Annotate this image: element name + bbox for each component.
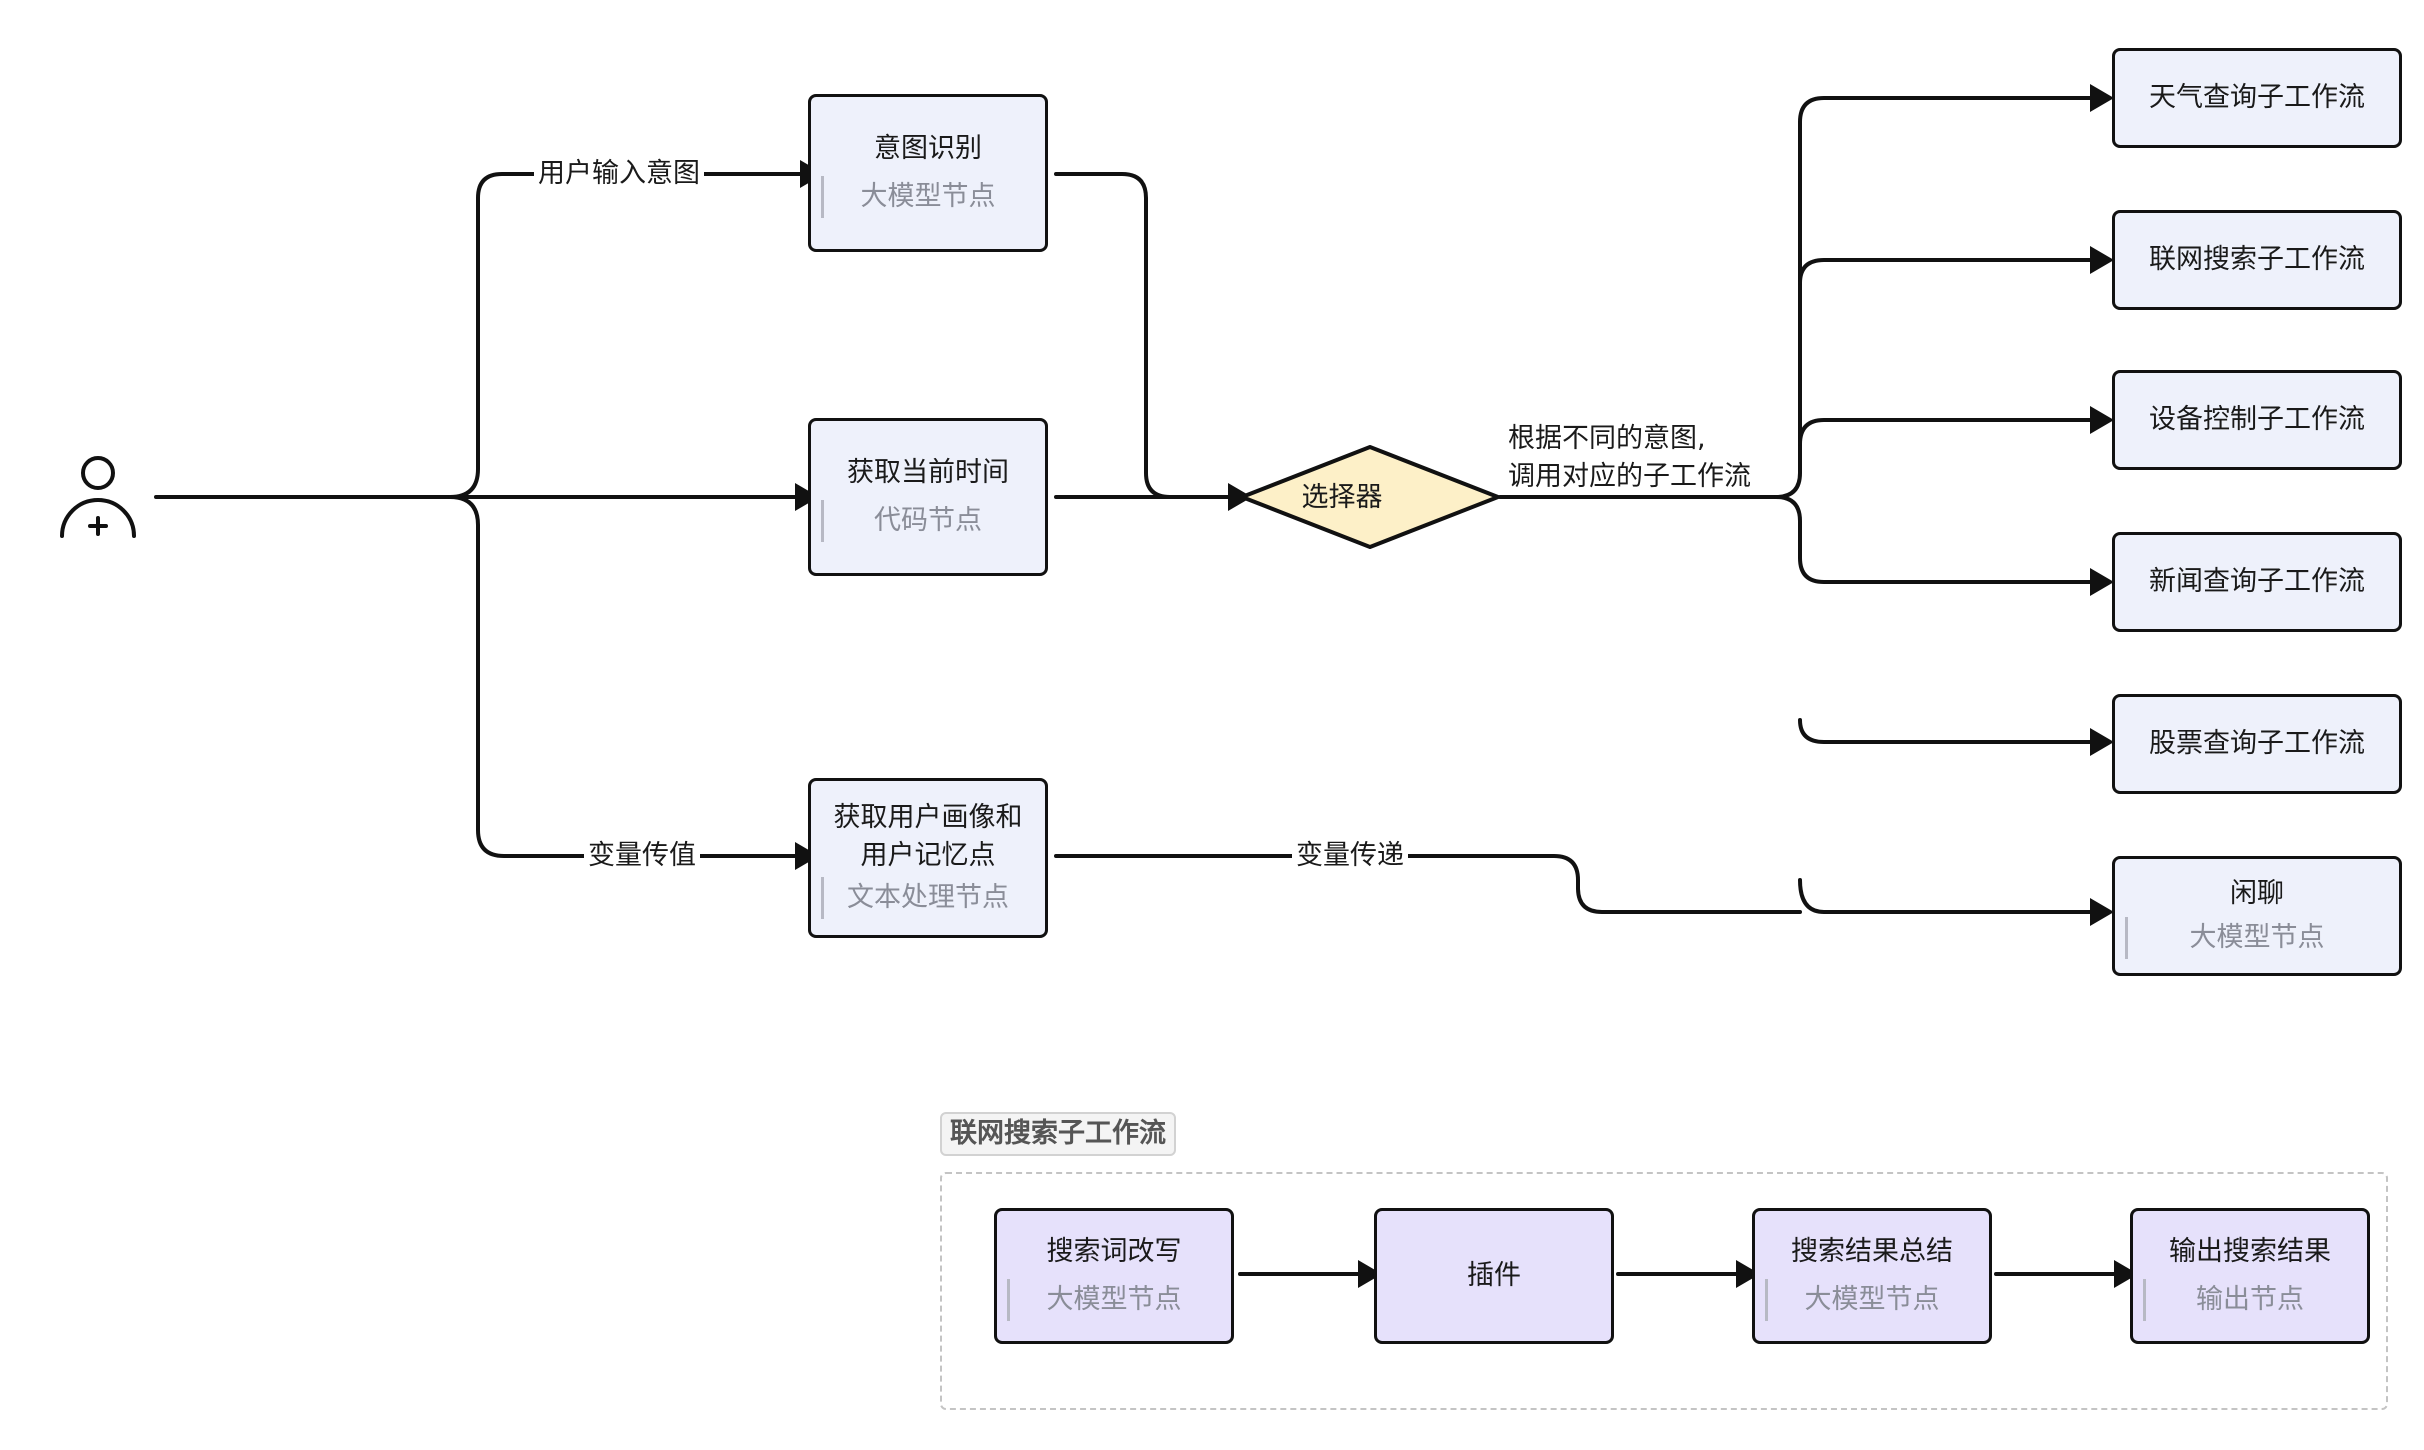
arrowhead bbox=[2090, 84, 2114, 112]
edge-user-to-intent bbox=[448, 172, 802, 499]
node-type: 文本处理节点 bbox=[811, 877, 1045, 919]
node-news[interactable]: 新闻查询子工作流 bbox=[2112, 532, 2402, 632]
selector-diamond[interactable] bbox=[1240, 445, 1500, 549]
node-web[interactable]: 联网搜索子工作流 bbox=[2112, 210, 2402, 310]
edge-label-var-value: 变量传值 bbox=[584, 838, 700, 874]
edge-selector-to-web bbox=[1798, 258, 2092, 285]
node-title: 获取用户画像和 用户记忆点 bbox=[833, 802, 1023, 871]
arrowhead bbox=[2090, 246, 2114, 274]
node-type: 大模型节点 bbox=[997, 1279, 1231, 1321]
node-title: 意图识别 bbox=[874, 133, 982, 164]
node-title: 新闻查询子工作流 bbox=[2149, 566, 2365, 597]
arrowhead bbox=[2090, 898, 2114, 926]
node-device[interactable]: 设备控制子工作流 bbox=[2112, 370, 2402, 470]
node-type: 大模型节点 bbox=[811, 176, 1045, 218]
edge-selector-to-chat bbox=[1798, 878, 2092, 914]
arrowhead bbox=[1736, 1260, 1760, 1288]
node-title: 获取当前时间 bbox=[847, 457, 1009, 488]
node-type: 输出节点 bbox=[2133, 1279, 2367, 1321]
node-stock[interactable]: 股票查询子工作流 bbox=[2112, 694, 2402, 794]
edge-selector-to-device bbox=[1798, 418, 2092, 446]
edge-selector-to-stock bbox=[1798, 718, 2092, 744]
arrowhead bbox=[1358, 1260, 1382, 1288]
node-title: 输出搜索结果 bbox=[2169, 1236, 2331, 1267]
arrowhead bbox=[795, 842, 819, 870]
subflow-node-summary[interactable]: 搜索结果总结 大模型节点 bbox=[1752, 1208, 1992, 1344]
node-type: 代码节点 bbox=[811, 500, 1045, 542]
node-title: 插件 bbox=[1467, 1260, 1521, 1291]
edge-intent-to-selector bbox=[1054, 172, 1232, 499]
edge-user-to-profile bbox=[448, 495, 797, 858]
node-title: 闲聊 bbox=[2230, 878, 2284, 909]
node-title: 搜索结果总结 bbox=[1791, 1236, 1953, 1267]
subflow-title: 联网搜索子工作流 bbox=[940, 1112, 1176, 1156]
node-title: 天气查询子工作流 bbox=[2149, 82, 2365, 113]
subflow-group bbox=[940, 1172, 2388, 1410]
edge-selector-to-news bbox=[1774, 495, 2092, 584]
edge-profile-to-chat bbox=[1054, 854, 1802, 914]
edge-label-var-pass: 变量传递 bbox=[1292, 838, 1408, 874]
arrowhead bbox=[2090, 728, 2114, 756]
arrowhead bbox=[795, 483, 819, 511]
edge-selector-to-weather bbox=[1774, 96, 2092, 499]
node-title: 设备控制子工作流 bbox=[2149, 404, 2365, 435]
arrowhead bbox=[2090, 568, 2114, 596]
node-time[interactable]: 获取当前时间 代码节点 bbox=[808, 418, 1048, 576]
arrowhead bbox=[2090, 406, 2114, 434]
node-type: 大模型节点 bbox=[1755, 1279, 1989, 1321]
node-title: 股票查询子工作流 bbox=[2149, 728, 2365, 759]
subflow-node-output[interactable]: 输出搜索结果 输出节点 bbox=[2130, 1208, 2370, 1344]
node-weather[interactable]: 天气查询子工作流 bbox=[2112, 48, 2402, 148]
selector-note: 根据不同的意图, 调用对应的子工作流 bbox=[1508, 423, 1751, 492]
node-type: 大模型节点 bbox=[2115, 917, 2399, 959]
arrowhead bbox=[2114, 1260, 2138, 1288]
node-intent[interactable]: 意图识别 大模型节点 bbox=[808, 94, 1048, 252]
subflow-node-rewrite[interactable]: 搜索词改写 大模型节点 bbox=[994, 1208, 1234, 1344]
selector-label: 选择器 bbox=[1301, 482, 1383, 513]
edge-label-user-intent: 用户输入意图 bbox=[534, 156, 704, 192]
subflow-node-plugin[interactable]: 插件 bbox=[1374, 1208, 1614, 1344]
node-chat[interactable]: 闲聊 大模型节点 bbox=[2112, 856, 2402, 976]
node-title: 搜索词改写 bbox=[1046, 1236, 1182, 1267]
node-profile[interactable]: 获取用户画像和 用户记忆点 文本处理节点 bbox=[808, 778, 1048, 938]
node-title: 联网搜索子工作流 bbox=[2149, 244, 2365, 275]
user-add-icon bbox=[60, 456, 136, 538]
